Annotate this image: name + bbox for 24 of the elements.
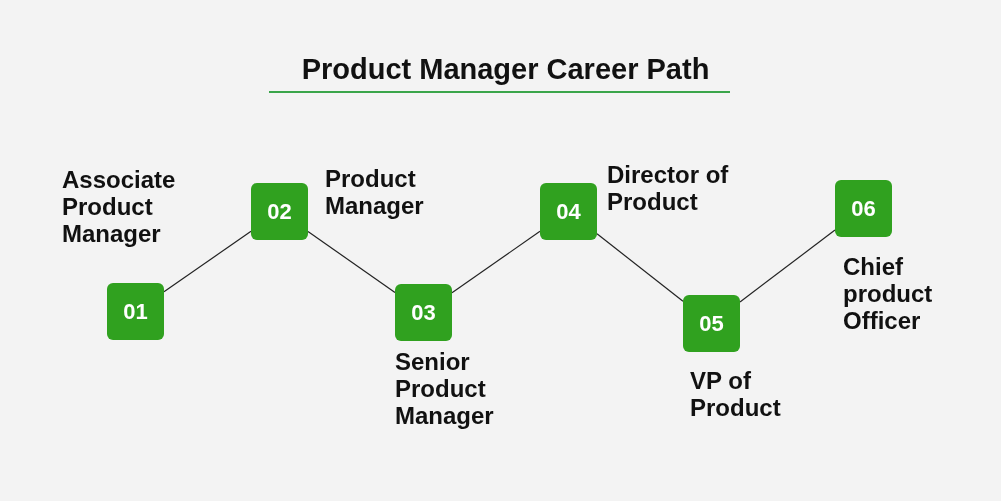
title: Product Manager Career Path xyxy=(301,52,710,86)
step-number: 04 xyxy=(556,199,581,224)
step-label: Chief product Officer xyxy=(843,253,934,334)
connector-line xyxy=(596,233,684,302)
step-number: 05 xyxy=(699,311,724,336)
connector-line xyxy=(739,229,836,303)
step-label: VP of Product xyxy=(690,367,782,421)
step-box xyxy=(683,295,740,352)
step-label: Director of Product xyxy=(607,161,730,215)
step-box xyxy=(251,183,308,240)
step-number: 03 xyxy=(411,300,436,325)
connector-line xyxy=(451,230,541,294)
step-box xyxy=(395,284,452,341)
step-label: Senior Product Manager xyxy=(395,348,495,429)
step-label: Associate Product Manager xyxy=(62,166,177,247)
step-box xyxy=(540,183,597,240)
connector-line xyxy=(307,230,396,294)
connector-line xyxy=(163,230,252,293)
step-number: 02 xyxy=(267,199,292,224)
step-box xyxy=(835,180,892,237)
step-number: 01 xyxy=(123,299,148,324)
step-box xyxy=(107,283,164,340)
step-number: 06 xyxy=(851,196,876,221)
step-label: Product Manager xyxy=(325,165,425,219)
